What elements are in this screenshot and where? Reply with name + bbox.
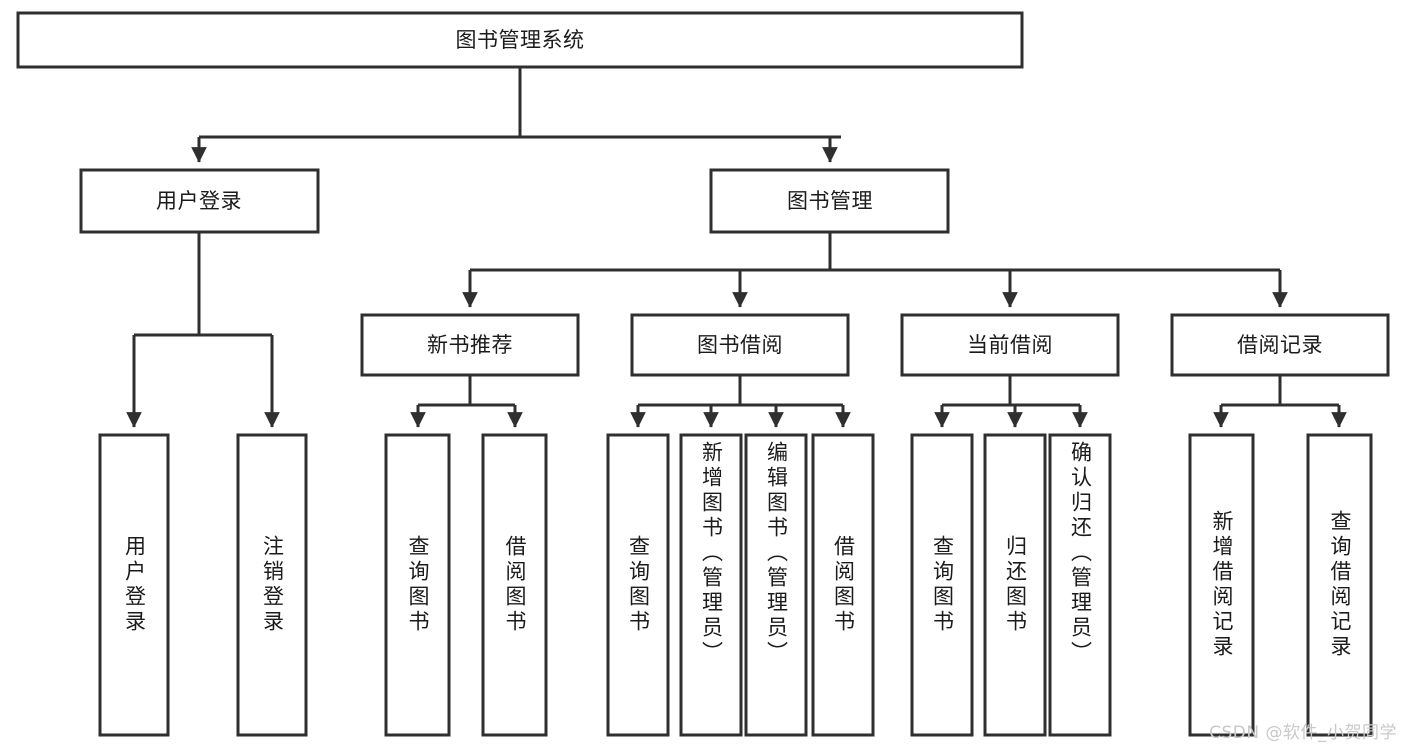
connector-userlogin-to-leaves xyxy=(126,232,280,428)
leaf-box-edit-book-admin[interactable] xyxy=(744,433,808,737)
node-label-book-manage: 图书管理 xyxy=(787,189,873,213)
connector-bookmanage-to-level3 xyxy=(462,232,1288,308)
node-box-user-login[interactable] xyxy=(79,168,320,234)
node-box-root[interactable] xyxy=(16,11,1024,69)
connector-newbook-to-leaves xyxy=(410,375,523,428)
node-box-current-borrow[interactable] xyxy=(900,313,1120,377)
node-box-borrow-record[interactable] xyxy=(1170,313,1390,377)
watermark-text: CSDN @软件_小贺同学 xyxy=(1209,723,1397,743)
leaf-box-user-logout[interactable] xyxy=(236,433,308,737)
leaf-box-user-login[interactable] xyxy=(98,433,170,737)
leaf-box-add-book-admin[interactable] xyxy=(679,433,743,737)
leaf-box-add-record[interactable] xyxy=(1188,433,1255,737)
node-label-user-login: 用户登录 xyxy=(156,189,242,213)
leaf-box-confirm-return[interactable] xyxy=(1048,433,1112,737)
connector-borrowrecord-to-leaves xyxy=(1213,375,1347,428)
connector-root-to-level2 xyxy=(191,67,841,163)
leaf-box-query-book-rec[interactable] xyxy=(384,433,451,737)
leaf-box-query-book[interactable] xyxy=(606,433,670,737)
node-label-root: 图书管理系统 xyxy=(456,28,585,52)
leaf-box-return-book[interactable] xyxy=(983,433,1047,737)
node-label-book-borrow: 图书借阅 xyxy=(697,333,783,357)
node-box-book-borrow[interactable] xyxy=(630,313,850,377)
leaf-box-borrow-book[interactable] xyxy=(811,433,875,737)
connector-bookborrow-to-leaves xyxy=(630,375,851,428)
leaf-box-borrow-book-rec[interactable] xyxy=(481,433,548,737)
node-box-new-book-rec[interactable] xyxy=(360,313,580,377)
leaf-box-query-record[interactable] xyxy=(1306,433,1373,737)
node-label-current-borrow: 当前借阅 xyxy=(967,333,1053,357)
node-box-book-manage[interactable] xyxy=(709,168,950,234)
leaf-box-query-book-cur[interactable] xyxy=(910,433,974,737)
node-label-borrow-record: 借阅记录 xyxy=(1237,333,1323,357)
connector-currentborrow-to-leaves xyxy=(934,375,1088,428)
node-label-new-book-rec: 新书推荐 xyxy=(427,333,513,357)
